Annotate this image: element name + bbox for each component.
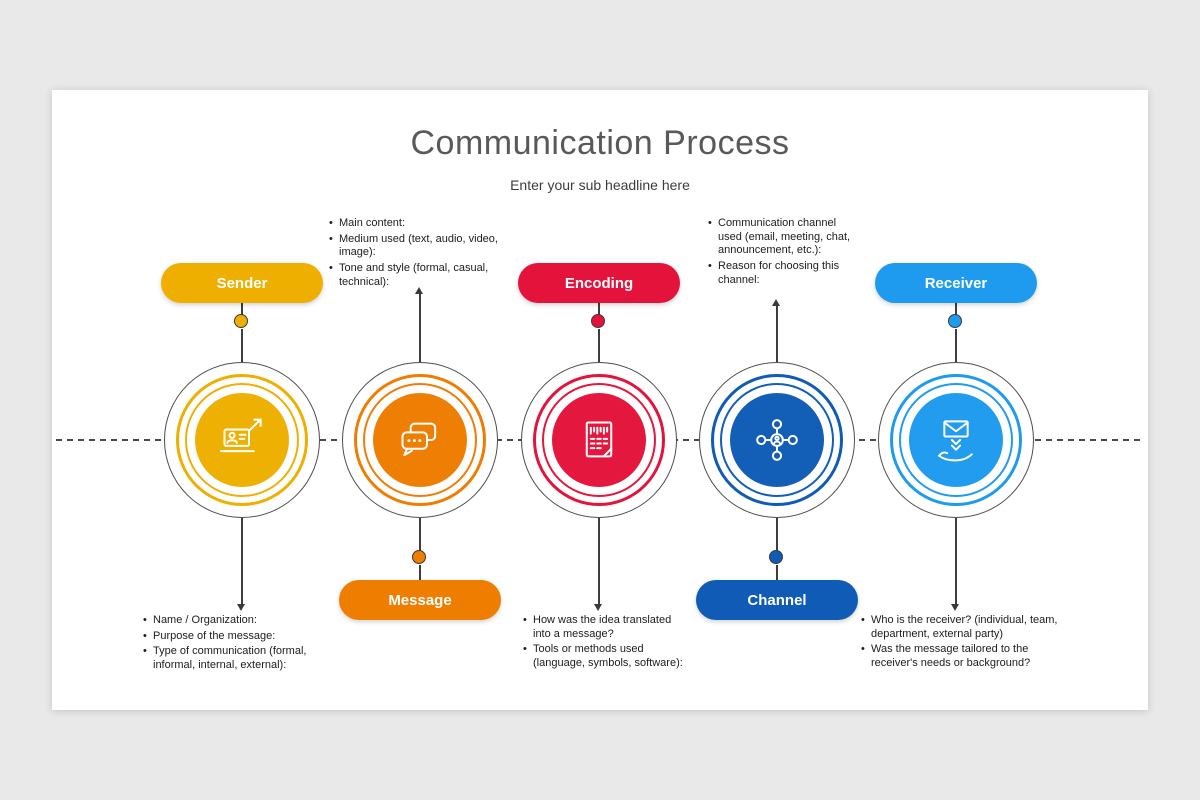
stage-pill-label: Sender <box>216 274 268 292</box>
connector-dot <box>412 550 426 564</box>
circle-ring <box>533 374 665 506</box>
slide-title: Communication Process <box>410 124 790 162</box>
stage-circle-encoding <box>521 362 677 518</box>
connector-line <box>241 329 243 362</box>
connector-dot <box>769 550 783 564</box>
slide-subtitle: Enter your sub headline here <box>510 177 690 193</box>
notes-sender: Name / Organization: Purpose of the mess… <box>142 614 320 675</box>
stage-pill-label: Channel <box>747 591 807 609</box>
laptop-send-icon <box>195 393 289 487</box>
circle-ring <box>899 383 1013 497</box>
circle-ring <box>185 383 299 497</box>
connector-line <box>241 303 243 315</box>
arrow-head-down <box>951 604 959 611</box>
arrow-line <box>598 518 600 605</box>
arrow-head-up <box>772 299 780 306</box>
stage-sender: Sender <box>52 90 1148 710</box>
stage-pill-sender: Sender <box>161 263 323 303</box>
stage-circle-channel <box>699 362 855 518</box>
note-item: Communication channel used (email, meeti… <box>707 217 859 258</box>
stage-encoding: Encoding <box>52 90 1148 710</box>
chat-bubbles-icon <box>373 393 467 487</box>
circle-ring <box>176 374 308 506</box>
circle-ring <box>720 383 834 497</box>
connector-dot <box>591 314 605 328</box>
stage-circle-message <box>342 362 498 518</box>
stage-pill-channel: Channel <box>696 580 858 620</box>
note-item: How was the idea translated into a messa… <box>522 614 690 641</box>
arrow-head-up <box>415 287 423 294</box>
stage-pill-label: Receiver <box>924 274 988 292</box>
slide: Communication Process Enter your sub hea… <box>52 90 1148 710</box>
connector-line <box>419 565 421 580</box>
note-item: Purpose of the message: <box>142 630 320 644</box>
circle-ring <box>542 383 656 497</box>
connector-line <box>776 518 778 551</box>
arrow-head-down <box>237 604 245 611</box>
notes-message: Main content: Medium used (text, audio, … <box>328 217 506 291</box>
stage-channel: Communication channel used (email, meeti… <box>52 90 1148 710</box>
circle-ring <box>890 374 1022 506</box>
stage-pill-receiver: Receiver <box>875 263 1037 303</box>
arrow-line <box>241 518 243 605</box>
circle-ring <box>363 383 477 497</box>
connector-line <box>955 303 957 315</box>
connector-line <box>598 303 600 315</box>
network-nodes-icon <box>730 393 824 487</box>
encoded-document-icon <box>552 393 646 487</box>
notes-channel: Communication channel used (email, meeti… <box>707 217 859 289</box>
connector-line <box>419 518 421 551</box>
stage-pill-message: Message <box>339 580 501 620</box>
circle-ring <box>711 374 843 506</box>
connector-line <box>955 329 957 362</box>
circle-ring <box>354 374 486 506</box>
arrow-head-down <box>594 604 602 611</box>
connector-line <box>776 565 778 580</box>
hand-envelope-icon <box>909 393 1003 487</box>
stage-circle-sender <box>164 362 320 518</box>
stage-circle-receiver <box>878 362 1034 518</box>
connector-dot <box>234 314 248 328</box>
connector-dot <box>948 314 962 328</box>
note-item: Main content: <box>328 217 506 231</box>
notes-receiver: Who is the receiver? (individual, team, … <box>860 614 1060 673</box>
arrow-line <box>776 306 778 362</box>
stage-pill-label: Message <box>388 591 452 609</box>
note-item: Tone and style (formal, casual, technica… <box>328 262 506 289</box>
note-item: Medium used (text, audio, video, image): <box>328 233 506 260</box>
stage-message: Main content: Medium used (text, audio, … <box>52 90 1148 710</box>
arrow-line <box>955 518 957 605</box>
stage-receiver: Receiver <box>52 90 1148 710</box>
note-item: Type of communication (formal, informal,… <box>142 645 320 672</box>
note-item: Tools or methods used (language, symbols… <box>522 643 690 670</box>
note-item: Was the message tailored to the receiver… <box>860 643 1060 670</box>
stage-pill-encoding: Encoding <box>518 263 680 303</box>
note-item: Reason for choosing this channel: <box>707 260 859 287</box>
note-item: Name / Organization: <box>142 614 320 628</box>
stage-pill-label: Encoding <box>564 274 634 292</box>
notes-encoding: How was the idea translated into a messa… <box>522 614 690 673</box>
note-item: Who is the receiver? (individual, team, … <box>860 614 1060 641</box>
connector-line <box>598 329 600 362</box>
arrow-line <box>419 294 421 362</box>
